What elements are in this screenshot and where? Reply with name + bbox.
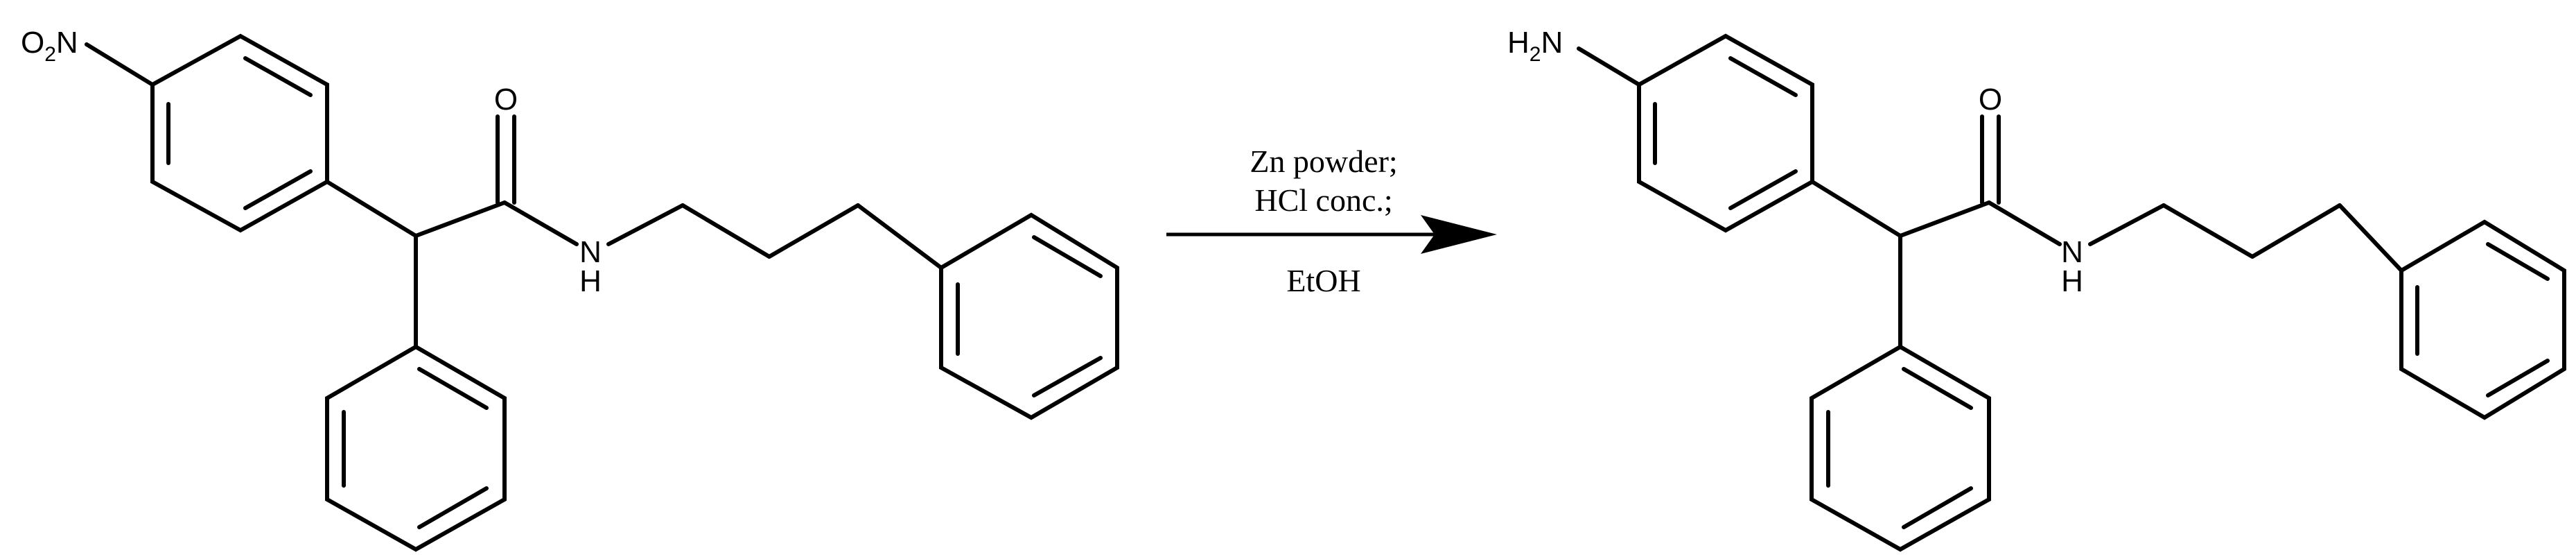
lower-phenyl-ring (325, 344, 507, 552)
condition-line-1: Zn powder; (1250, 144, 1397, 179)
product-amide-hydrogen-label: H (2061, 264, 2083, 298)
amide-hydrogen-label: H (579, 264, 602, 298)
condition-line-2: HCl conc.; (1254, 182, 1392, 218)
terminal-phenyl-ring (939, 212, 1119, 420)
reaction-arrow (1166, 215, 1497, 254)
amide-nitrogen-label: N (579, 235, 602, 269)
bond-propyl-2 (767, 203, 860, 259)
product-lower-phenyl-ring (1810, 344, 1991, 552)
bond-alpha-carbonyl (414, 200, 507, 238)
bond-nitro-ring (85, 42, 155, 87)
product-amide-nitrogen-label: N (2061, 235, 2083, 269)
product-bond-carbonyl-nitrogen (1987, 200, 2062, 246)
product-bond-propyl-2 (2250, 203, 2342, 259)
bond-carbonyl-nitrogen (502, 200, 579, 246)
amine-group-label: H2N (1507, 26, 1563, 66)
reactant-molecule: O2N O N H (21, 26, 1119, 552)
product-molecule: H2N O N H (1507, 26, 2566, 552)
product-carbonyl-oxygen-label: O (1979, 83, 2002, 117)
product-bond-alpha-carbonyl (1898, 200, 1991, 238)
nitro-group-label: O2N (21, 26, 78, 66)
nitrophenyl-ring (150, 33, 329, 233)
reaction-conditions: Zn powder; HCl conc.; EtOH (1250, 144, 1397, 298)
product-terminal-phenyl-ring (2399, 219, 2566, 420)
bond-propyl-1 (681, 203, 771, 259)
bond-propyl-3 (856, 203, 943, 270)
bond-n-propyl (606, 203, 685, 246)
product-bond-propyl-3 (2338, 203, 2403, 273)
aminophenyl-ring (1637, 33, 1814, 233)
product-bond-n-propyl (2088, 203, 2166, 246)
bond-amine-ring (1577, 46, 1641, 87)
bond-ring-alpha (325, 180, 418, 238)
condition-line-3: EtOH (1286, 263, 1360, 298)
product-bond-propyl-1 (2162, 203, 2254, 259)
product-bond-ring-alpha (1810, 180, 1902, 238)
carbonyl-oxygen-label: O (494, 83, 518, 117)
